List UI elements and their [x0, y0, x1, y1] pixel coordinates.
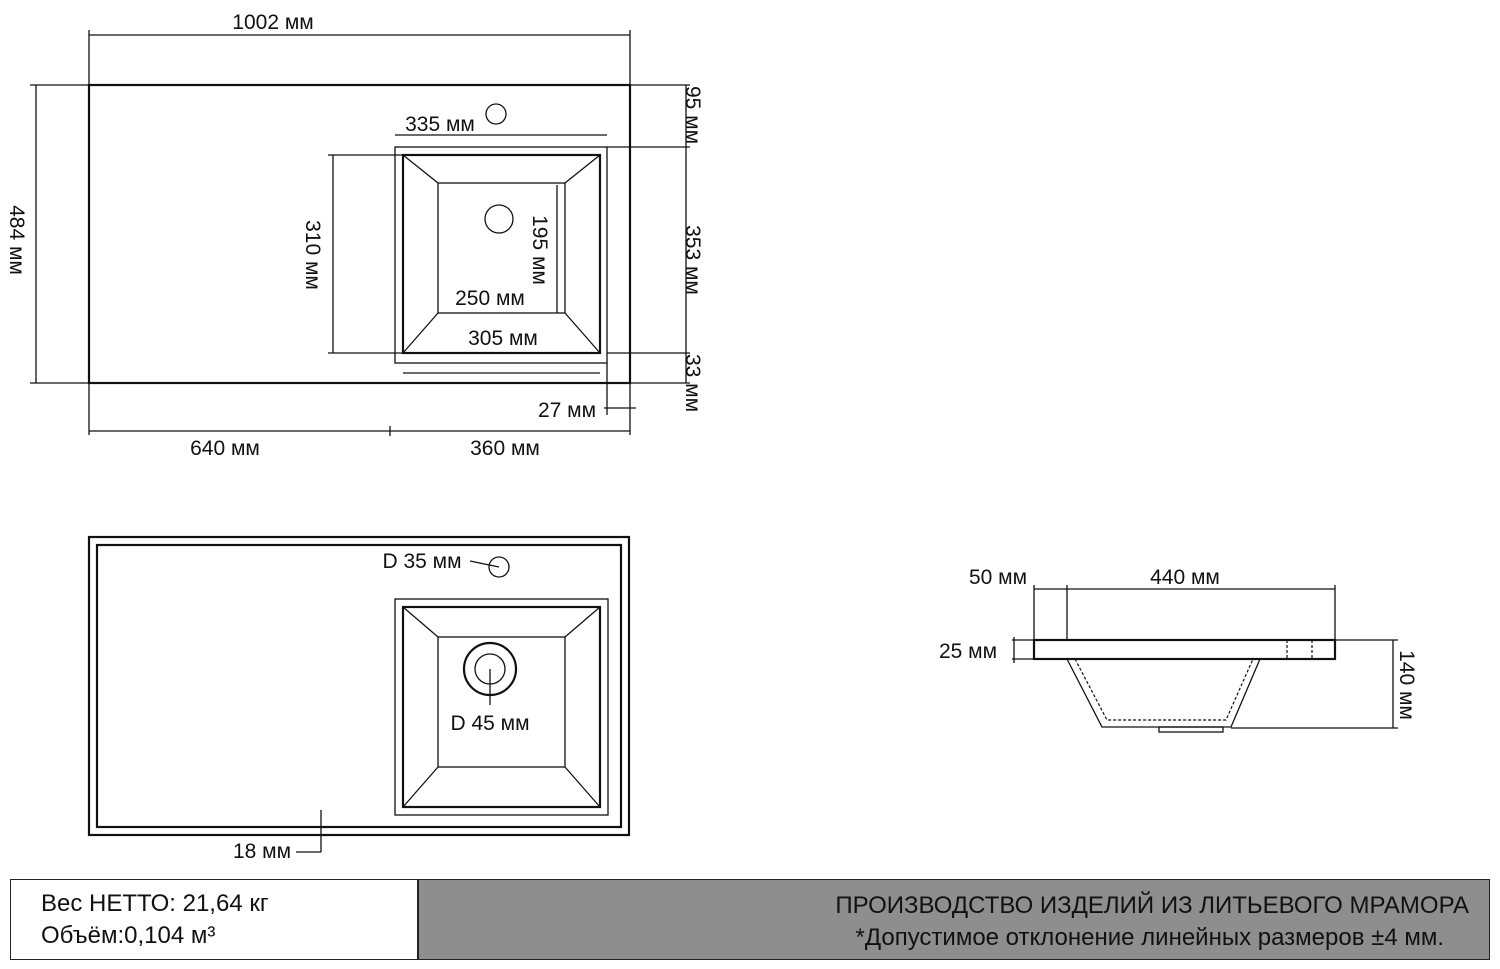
spec-box: Вес НЕТТО: 21,64 кг Объём:0,104 м³ — [10, 879, 418, 960]
dim-front-offset: 33 мм — [681, 354, 704, 412]
dim-side-offset: 27 мм — [538, 399, 596, 422]
dim-bowl-width: 305 мм — [468, 327, 538, 350]
bowl-edge — [402, 312, 439, 354]
dim-lip: 50 мм — [969, 566, 1027, 589]
bowl-edge — [564, 154, 601, 184]
volume: Объём:0,104 м³ — [41, 922, 216, 949]
dim-height: 140 мм — [1395, 650, 1418, 720]
slab-profile — [1032, 638, 1337, 661]
bowl-edge — [564, 312, 601, 354]
bowl-rim — [401, 153, 602, 355]
top-view: 1002 мм 484 мм 640 мм 360 мм 335 мм 310 … — [5, 11, 704, 460]
bowl-edge — [402, 154, 439, 184]
bowl-outline — [394, 598, 609, 816]
bowl-rim — [401, 605, 602, 809]
bowl-edge — [564, 766, 601, 808]
net-weight: Вес НЕТТО: 21,64 кг — [41, 890, 269, 917]
bottom-view: D 35 мм D 45 мм 18 мм — [87, 535, 631, 863]
dim-drain-hole: D 45 мм — [450, 712, 529, 735]
dim-bowl-span: 353 мм — [681, 225, 704, 295]
drain-profile — [1158, 726, 1224, 733]
bowl-edge — [402, 606, 439, 638]
dim-back-offset: 95 мм — [681, 86, 704, 144]
tap-hole-icon — [488, 556, 510, 578]
tap-hole-icon — [485, 103, 507, 125]
dim-overall-width: 1002 мм — [232, 11, 313, 34]
title-box: ПРОИЗВОДСТВО ИЗДЕЛИЙ ИЗ ЛИТЬЕВОГО МРАМОР… — [418, 879, 1490, 960]
dim-right-part: 360 мм — [470, 437, 540, 460]
dim-bowl-outer-width: 335 мм — [405, 113, 475, 136]
bowl-bottom — [437, 182, 566, 314]
tolerance-note: *Допустимое отклонение линейных размеров… — [855, 924, 1444, 951]
bowl-outline — [394, 146, 608, 364]
dim-bowl-depth: 310 мм — [301, 220, 324, 290]
dim-tap-hole: D 35 мм — [382, 550, 461, 573]
bowl-edge — [564, 606, 601, 638]
bowl-edge — [402, 766, 439, 808]
bowl-bottom — [437, 636, 566, 768]
countertop-inner-edge — [95, 543, 623, 829]
dim-bowl-bottom-width: 250 мм — [455, 287, 525, 310]
side-view: 50 мм 440 мм 25 мм 140 мм — [939, 566, 1418, 733]
dim-bowl-bottom-depth: 195 мм — [528, 215, 551, 285]
countertop-outline — [87, 535, 631, 837]
leader-line — [469, 560, 500, 568]
manufacturer-title: ПРОИЗВОДСТВО ИЗДЕЛИЙ ИЗ ЛИТЬЕВОГО МРАМОР… — [835, 892, 1469, 919]
dim-overall-depth: 484 мм — [5, 205, 28, 275]
drain-hole-icon — [484, 204, 514, 234]
dim-width: 440 мм — [1150, 566, 1220, 589]
dim-edge: 18 мм — [233, 840, 291, 863]
dim-left-part: 640 мм — [190, 437, 260, 460]
dim-thickness: 25 мм — [939, 640, 997, 663]
bowl-profile — [1066, 658, 1261, 728]
bowl-inner-profile — [1074, 658, 1254, 721]
